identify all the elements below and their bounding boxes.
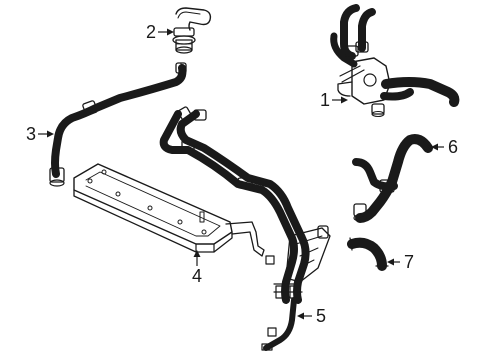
callout-3-number: 3 <box>26 124 36 144</box>
callout-4-number: 4 <box>192 266 202 286</box>
callout-7: 7 <box>387 252 414 272</box>
callout-5-number: 5 <box>316 306 326 326</box>
part-3-coolant-hose <box>49 62 187 187</box>
callout-4-arrowhead <box>193 250 201 257</box>
part-1-valve-assembly <box>330 4 460 118</box>
part-5-cooler-tubes <box>159 106 331 351</box>
callout-7-arrowhead <box>387 258 394 266</box>
callout-6: 6 <box>431 137 458 157</box>
callout-7-number: 7 <box>404 252 414 272</box>
part-2-elbow-fitting <box>172 7 212 54</box>
part-4-mounting-bracket <box>73 163 265 257</box>
callout-1: 1 <box>320 90 348 110</box>
callout-2: 2 <box>146 22 174 42</box>
callout-3: 3 <box>26 124 54 144</box>
callout-1-number: 1 <box>320 90 330 110</box>
callout-4: 4 <box>192 250 202 286</box>
callout-2-arrowhead <box>167 28 174 36</box>
callout-6-arrowhead <box>431 143 438 151</box>
callout-2-number: 2 <box>146 22 156 42</box>
callout-5: 5 <box>297 306 326 326</box>
callout-1-arrowhead <box>341 96 348 104</box>
part-6-branch-hose <box>352 134 433 223</box>
callout-3-arrowhead <box>47 130 54 138</box>
part-7-short-hose <box>347 237 389 271</box>
callout-5-arrowhead <box>297 312 304 320</box>
callout-6-number: 6 <box>448 137 458 157</box>
